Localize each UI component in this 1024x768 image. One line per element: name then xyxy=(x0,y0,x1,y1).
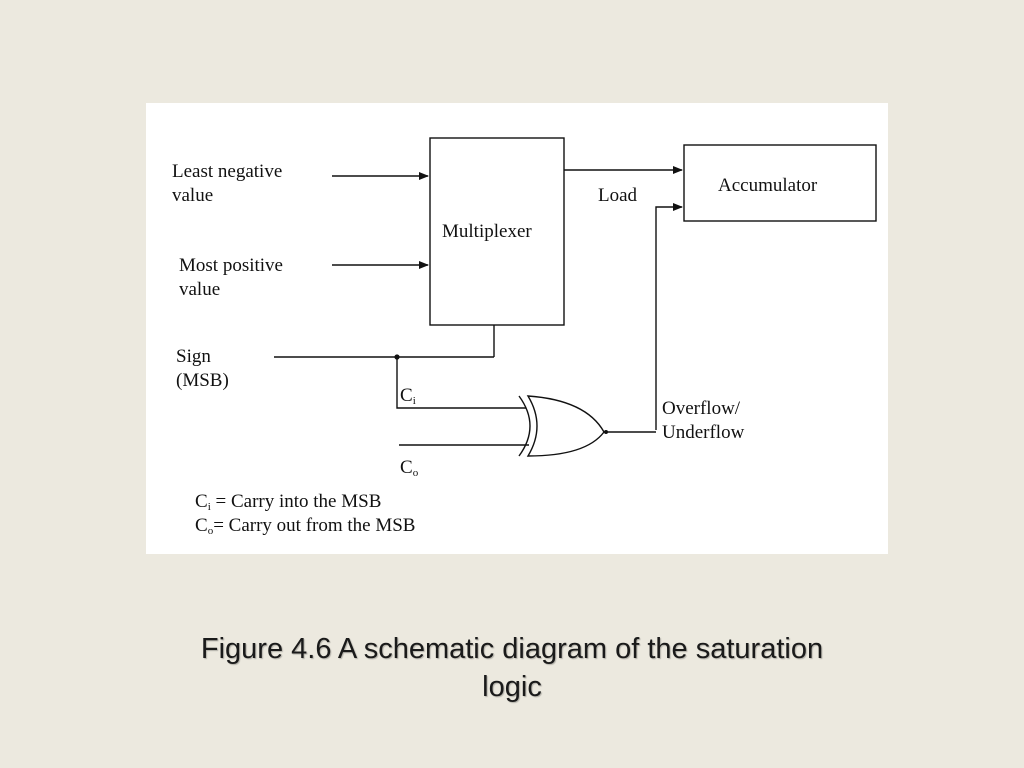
caption-line-2: logic xyxy=(482,671,542,703)
xor-output-bubble xyxy=(604,430,608,434)
overflow-underflow-label: Overflow/ Underflow xyxy=(662,398,745,443)
ci-wire xyxy=(396,357,526,409)
sign-label: Sign (MSB) xyxy=(176,346,229,391)
multiplexer-label: Multiplexer xyxy=(442,221,532,242)
ci-label: Ci xyxy=(400,385,416,407)
schematic-svg xyxy=(274,137,877,457)
most-positive-label: Most positive value xyxy=(179,255,283,300)
diagram-panel: Least negative value Most positive value… xyxy=(146,103,888,554)
xor-gate-back-curve xyxy=(518,395,531,457)
caption-line-1: Figure 4.6 A schematic diagram of the sa… xyxy=(200,633,824,665)
figure-caption: Figure 4.6 A schematic diagram of the sa… xyxy=(140,630,884,706)
co-label: Co xyxy=(400,457,419,479)
legend-co: Co= Carry out from the MSB xyxy=(195,515,416,537)
accumulator-box xyxy=(683,144,877,222)
load-wire xyxy=(655,203,683,430)
multiplexer-box xyxy=(429,137,565,326)
accumulator-label: Accumulator xyxy=(718,175,818,196)
junction-dot xyxy=(394,354,400,360)
xor-gate-body xyxy=(526,395,605,457)
load-label: Load xyxy=(598,185,638,206)
legend-ci: Ci = Carry into the MSB xyxy=(195,491,382,513)
least-negative-label: Least negative value xyxy=(172,161,283,206)
